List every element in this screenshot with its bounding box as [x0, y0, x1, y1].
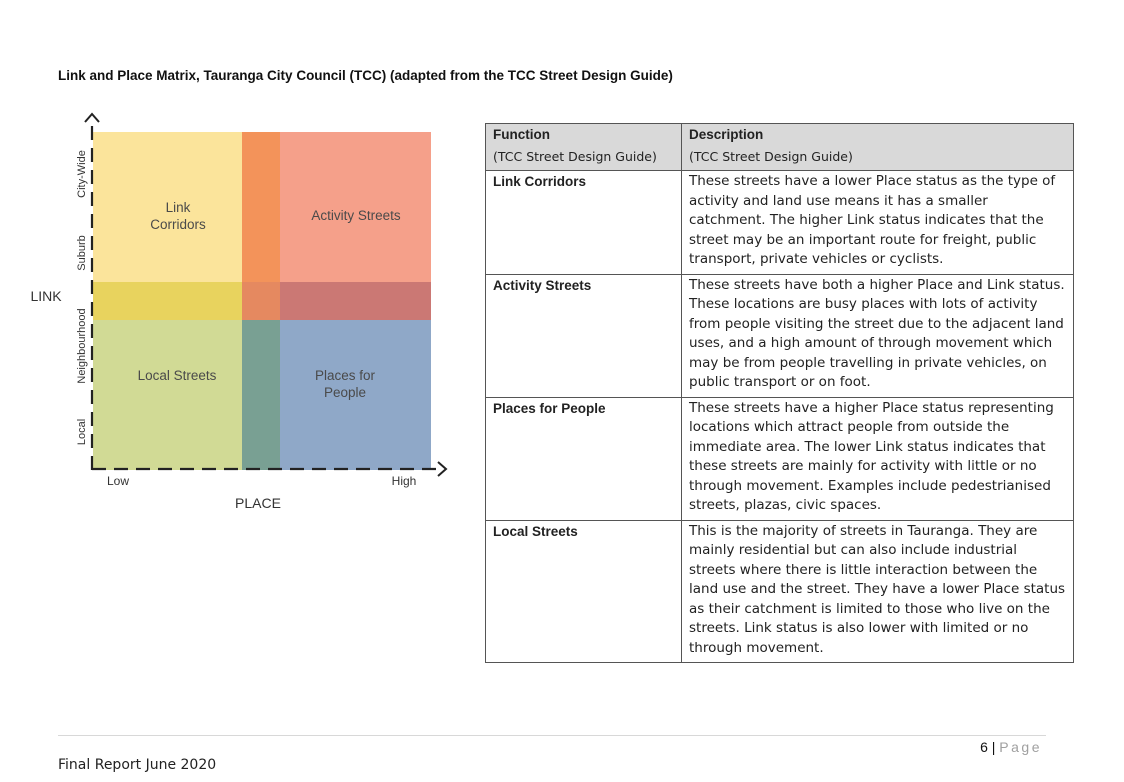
- page-label: Page: [999, 739, 1042, 755]
- header-description-title: Description: [689, 127, 764, 142]
- y-level-city-wide: City-Wide: [76, 150, 88, 198]
- label-activity-streets: Activity Streets: [311, 208, 401, 223]
- table-row: Places for People These streets have a h…: [485, 396, 1074, 521]
- header-function-title: Function: [493, 127, 550, 142]
- y-axis-arrow-icon: [84, 112, 100, 123]
- horizontal-band-left: [93, 282, 242, 320]
- label-local-streets: Local Streets: [137, 368, 217, 383]
- quadrant-local-streets: [93, 320, 242, 470]
- horizontal-band-right: [280, 282, 431, 320]
- description-cell: This is the majority of streets in Taura…: [681, 519, 1074, 663]
- table-header-row: Function (TCC Street Design Guide) Descr…: [485, 123, 1074, 171]
- function-cell: Local Streets: [485, 519, 682, 663]
- description-cell: These streets have a lower Place status …: [681, 170, 1074, 275]
- description-cell: These streets have a higher Place status…: [681, 396, 1074, 521]
- x-axis-high-label: High: [391, 474, 417, 488]
- page-number-separator: |: [991, 739, 996, 755]
- footer-report-label: Final Report June 2020: [58, 757, 217, 773]
- y-axis-label: LINK: [30, 288, 62, 304]
- quadrant-activity-streets: [280, 132, 431, 282]
- page-number-value: 6: [980, 739, 988, 755]
- footer-divider: [58, 735, 1046, 736]
- y-level-local: Local: [76, 418, 88, 446]
- function-cell: Link Corridors: [485, 170, 682, 275]
- band-overlap: [242, 282, 280, 320]
- function-cell: Places for People: [485, 396, 682, 521]
- quadrant-places-for-people: [280, 320, 431, 470]
- function-cell: Activity Streets: [485, 273, 682, 398]
- table-row: Local Streets This is the majority of st…: [485, 519, 1074, 663]
- table-row: Link Corridors These streets have a lowe…: [485, 170, 1074, 275]
- header-description: Description (TCC Street Design Guide): [681, 123, 1074, 171]
- page-heading: Link and Place Matrix, Tauranga City Cou…: [58, 68, 673, 83]
- description-cell: These streets have both a higher Place a…: [681, 273, 1074, 398]
- matrix-graphic: [84, 112, 448, 477]
- header-function-subtitle: (TCC Street Design Guide): [493, 148, 657, 164]
- vertical-band-bottom: [242, 320, 280, 470]
- label-link-corridors: Link Corridors: [150, 200, 206, 232]
- vertical-band-top: [242, 132, 280, 282]
- x-axis-label: PLACE: [235, 495, 281, 511]
- link-place-matrix: Link Corridors Activity Streets Local St…: [28, 104, 458, 514]
- x-axis-arrow-icon: [437, 461, 448, 477]
- header-description-subtitle: (TCC Street Design Guide): [689, 148, 853, 164]
- label-places-for-people: Places for People: [314, 368, 376, 400]
- header-function: Function (TCC Street Design Guide): [485, 123, 682, 171]
- quadrant-link-corridors: [93, 132, 242, 282]
- y-level-suburb: Suburb: [76, 235, 88, 271]
- y-level-neighbourhood: Neighbourhood: [76, 308, 88, 384]
- street-function-table: Function (TCC Street Design Guide) Descr…: [485, 123, 1074, 663]
- page-number: 6 | Page: [980, 739, 1042, 755]
- x-axis-low-label: Low: [106, 474, 129, 488]
- table-row: Activity Streets These streets have both…: [485, 273, 1074, 398]
